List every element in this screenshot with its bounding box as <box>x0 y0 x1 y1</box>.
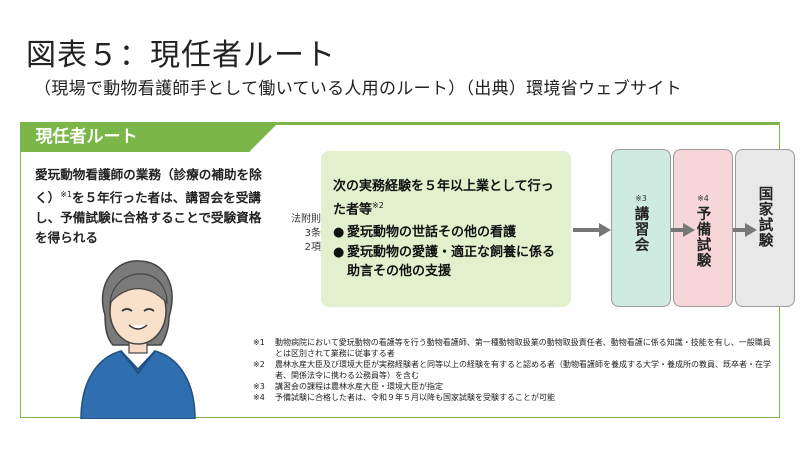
step-label: 国家試験 <box>756 186 773 248</box>
experience-item: ●愛玩動物の愛護・適正な飼養に係る助言その他の支援 <box>333 243 567 281</box>
step-note: ※3 <box>635 194 647 203</box>
vet-nurse-illustration <box>80 260 196 419</box>
arrow-right-icon <box>733 223 757 237</box>
footnote: ※2 農林水産大臣及び環境大臣が実務経験者と同等以上の経験を有すると認める者（動物… <box>253 359 773 381</box>
experience-box: 次の実務経験を５年以上業として行った者等※2 ●愛玩動物の世話その他の看護 ●愛… <box>321 151 571 307</box>
footnote-mark: ※2 <box>253 360 265 369</box>
route-description: 愛玩動物看護師の業務（診療の補助を除く）※1を５年行った者は、講習会を受講し、予… <box>35 165 271 248</box>
bullet-icon: ● <box>333 225 345 240</box>
person-collar <box>120 350 156 375</box>
panel-top-border <box>19 121 780 125</box>
experience-heading-mark: ※2 <box>372 201 384 210</box>
footnote-text: 動物病院において愛玩動物の看護等を行う動物看護師、第一種動物取扱業の動物取扱責任… <box>275 338 771 358</box>
footnote-text: 農林水産大臣及び環境大臣が実務経験者と同等以上の経験を有すると認める者（動物看護… <box>275 360 771 380</box>
footnote-text: 予備試験に合格した者は、令和９年５月以降も国家試験を受験することが可能 <box>275 393 555 402</box>
footnote: ※1 動物病院において愛玩動物の看護等を行う動物看護師、第一種動物取扱業の動物取扱… <box>253 337 773 359</box>
step-label: 講習会 <box>632 206 649 253</box>
law-ref-line: 2項 <box>304 242 321 253</box>
bullet-icon: ● <box>333 245 345 260</box>
step-label: 予備試験 <box>694 206 711 268</box>
person-scrubs <box>80 350 196 419</box>
footnote: ※3 講習会の課程は農林水産大臣・環境大臣が指定 <box>253 381 773 392</box>
law-ref-line: 法附則 <box>291 214 321 225</box>
person-eye-right <box>143 308 155 312</box>
footnote-mark: ※3 <box>253 382 265 391</box>
footnotes: ※1 動物病院において愛玩動物の看護等を行う動物看護師、第一種動物取扱業の動物取扱… <box>253 337 773 403</box>
arrow-right-icon <box>573 223 611 237</box>
route-description-part2: を５年行った者は、講習会を受講し、予備試験に合格することで受験資格を得られる <box>35 190 262 246</box>
route-tab-label: 現任者ルート <box>19 121 250 152</box>
route-description-mark: ※1 <box>60 190 72 199</box>
step-kosyukai: ※3 講習会 <box>611 149 671 307</box>
law-ref-line: 3条 <box>304 228 321 239</box>
route-panel: 現任者ルート 愛玩動物看護師の業務（診療の補助を除く）※1を５年行った者は、講習… <box>19 121 795 419</box>
arrow-right-icon <box>671 223 695 237</box>
experience-heading-text: 次の実務経験を５年以上業として行った者等 <box>333 179 554 218</box>
footnote-mark: ※1 <box>253 338 265 347</box>
page-subtitle: （現場で動物看護師手として働いている人用のルート）（出典）環境省ウェブサイト <box>34 79 682 99</box>
experience-item-text: 愛玩動物の世話その他の看護 <box>347 225 517 240</box>
experience-item-text: 愛玩動物の愛護・適正な飼養に係る助言その他の支援 <box>347 245 556 279</box>
route-description-part1: 愛玩動物看護師の業務（診療の補助を除く） <box>35 167 262 206</box>
route-tab-slope <box>249 121 279 152</box>
experience-list: ●愛玩動物の世話その他の看護 ●愛玩動物の愛護・適正な飼養に係る助言その他の支援 <box>333 223 567 282</box>
footnote-text: 講習会の課程は農林水産大臣・環境大臣が指定 <box>275 382 443 391</box>
person-bangs <box>109 273 168 305</box>
experience-item: ●愛玩動物の世話その他の看護 <box>333 223 567 242</box>
page-title: 図表５：現任者ルート <box>26 38 336 73</box>
footnote-mark: ※4 <box>253 393 265 402</box>
step-note: ※4 <box>697 194 709 203</box>
experience-heading: 次の実務経験を５年以上業として行った者等※2 <box>333 177 565 219</box>
person-eye-left <box>121 308 133 312</box>
person-mouth <box>128 324 148 330</box>
law-reference: 法附則 3条 2項 <box>277 213 321 255</box>
footnote: ※4 予備試験に合格した者は、令和９年５月以降も国家試験を受験することが可能 <box>253 392 773 403</box>
